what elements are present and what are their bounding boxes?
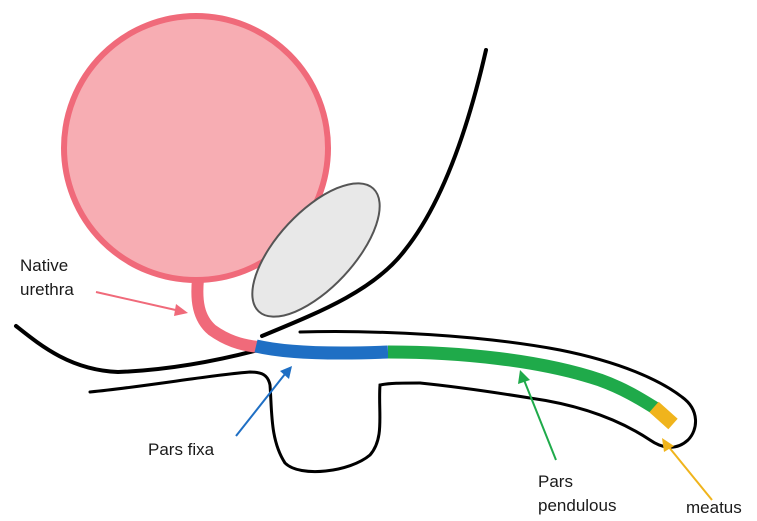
pars-fixa-segment bbox=[256, 346, 388, 353]
pars-pendulous-arrow bbox=[524, 380, 556, 460]
pars-pendulous-label: Pars pendulous bbox=[538, 470, 616, 518]
native-urethra-arrowhead bbox=[174, 304, 188, 316]
meatus-label: meatus bbox=[686, 496, 742, 520]
native-urethra-label-line2: urethra bbox=[20, 278, 74, 302]
pars-fixa-label: Pars fixa bbox=[148, 438, 214, 462]
scrotum-outline bbox=[90, 372, 420, 472]
pars-pendulous-label-line2: pendulous bbox=[538, 494, 616, 518]
pars-fixa-arrow bbox=[236, 374, 285, 436]
native-urethra-label: Native urethra bbox=[20, 254, 74, 302]
pars-pendulous-arrowhead bbox=[518, 370, 530, 384]
meatus-arrow bbox=[668, 446, 712, 500]
native-urethra-label-line1: Native bbox=[20, 254, 74, 278]
meatus-segment bbox=[654, 407, 673, 424]
native-urethra-arrow bbox=[96, 292, 180, 311]
native-urethra bbox=[197, 279, 258, 347]
pars-pendulous-label-line1: Pars bbox=[538, 470, 616, 494]
